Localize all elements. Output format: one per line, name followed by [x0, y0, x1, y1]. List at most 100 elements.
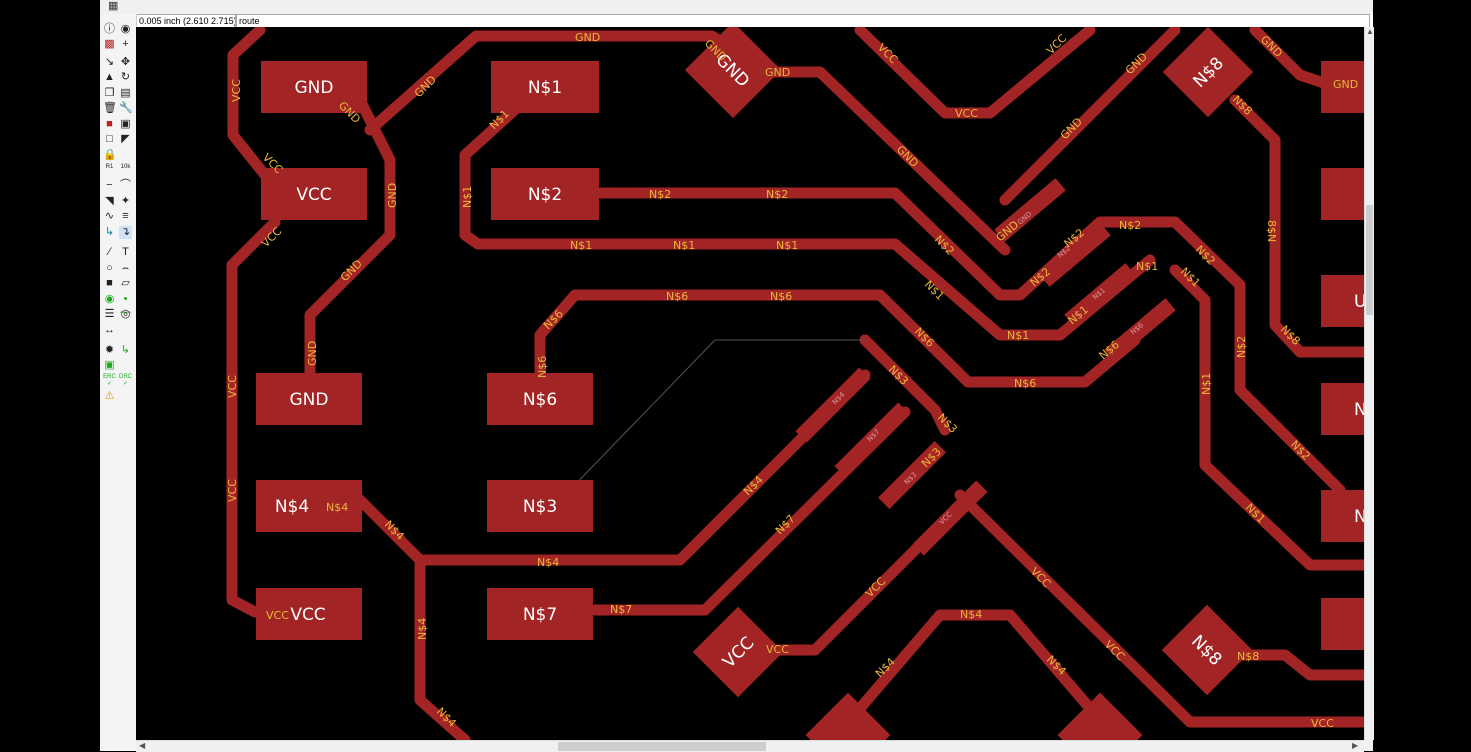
pad-right-partial[interactable] [1321, 168, 1364, 220]
circle-icon[interactable]: ○ [106, 262, 113, 274]
ratsnest-icon[interactable]: ✹ [104, 344, 115, 356]
optimize-icon[interactable]: ◥ [105, 195, 114, 207]
rect-icon[interactable]: ■ [106, 277, 113, 289]
smd-pad[interactable] [878, 441, 946, 509]
autorouter-icon[interactable]: ↳ [120, 344, 131, 356]
select-icon[interactable]: ↘ [104, 56, 115, 68]
trace-n1[interactable] [459, 81, 1156, 341]
mark-icon[interactable]: + [122, 38, 129, 50]
name-icon[interactable]: R1 [105, 164, 114, 170]
signal-icon[interactable]: •— [120, 293, 131, 318]
pad-n7[interactable]: N$7 [487, 588, 593, 640]
pad-right-partial[interactable]: N [1321, 383, 1364, 435]
trace-vcc-diag[interactable] [954, 489, 1364, 728]
trace-n7[interactable] [589, 406, 911, 616]
pcb-icon[interactable]: ▣ [104, 359, 115, 371]
length-icon[interactable]: ≡ [122, 210, 129, 222]
pad-right-partial[interactable]: GND [1321, 61, 1364, 113]
board-canvas[interactable]: N$4 N$7 N$3 VCC GND N$2 N$1 N$6 GND N$1 … [136, 27, 1364, 740]
group-icon[interactable]: □ [106, 133, 113, 145]
warning-icon[interactable]: ⚠ [104, 390, 115, 402]
lock-icon[interactable]: 🔒 [103, 149, 117, 161]
scroll-left-icon[interactable]: ◀ [139, 741, 146, 750]
horizontal-scroll-thumb[interactable] [558, 742, 766, 751]
layer-icon[interactable]: ☰ [104, 308, 115, 320]
ripup-icon[interactable]: ✦ [120, 195, 131, 207]
smd-pad[interactable] [912, 480, 988, 556]
scroll-up-icon[interactable]: ▲ [1366, 27, 1374, 36]
pad-gnd-rotated[interactable]: GND [684, 27, 782, 119]
command-line-input[interactable]: route [236, 14, 1370, 28]
pad-gnd-1[interactable]: GND [261, 61, 367, 113]
trace-n1-right[interactable] [1169, 264, 1364, 571]
svg-text:N$7: N$7 [523, 605, 557, 625]
trace-n4-bottom[interactable] [844, 609, 1106, 726]
mirror-icon[interactable]: ▲ [104, 71, 115, 83]
delete-icon[interactable]: 🗑 [103, 102, 117, 114]
smd-pad[interactable] [834, 402, 910, 478]
add-icon[interactable]: ■ [106, 118, 113, 130]
trace-gnd-right[interactable] [999, 27, 1181, 206]
miter-icon[interactable]: ⌒ [120, 179, 131, 191]
horizontal-scrollbar[interactable]: ◀ ▶ [136, 740, 1364, 752]
meander-icon[interactable]: ∿ [104, 210, 115, 222]
pad-n6[interactable]: N$6 [487, 373, 593, 425]
trace-n2[interactable] [592, 187, 1346, 496]
text-icon[interactable]: T [122, 246, 129, 258]
pad-n3[interactable]: N$3 [487, 480, 593, 532]
trace-n8-right[interactable] [1229, 94, 1364, 358]
route-icon[interactable]: ↳ [104, 226, 115, 238]
via-icon[interactable]: ◉ [104, 293, 115, 305]
smash-icon[interactable]: ◤ [121, 133, 130, 145]
pad-bottom-partial[interactable] [805, 692, 891, 740]
drc-icon[interactable]: DRC✓ [119, 374, 132, 387]
wire-icon[interactable]: ∕ [108, 246, 111, 258]
pad-gnd-2[interactable]: GND [256, 373, 362, 425]
trace-n4-down[interactable] [414, 554, 471, 740]
trace-gnd-left[interactable] [304, 94, 396, 381]
pad-n1[interactable]: N$1 [491, 61, 599, 113]
trace-n8-bottom[interactable] [1234, 649, 1364, 681]
pad-n2[interactable]: N$2 [491, 168, 599, 220]
rotate-icon[interactable]: ↻ [120, 71, 131, 83]
vertical-scroll-thumb[interactable] [1366, 205, 1373, 315]
dimension-icon[interactable]: ↔ [104, 324, 115, 336]
display-layers-icon[interactable]: ▩ [104, 38, 115, 50]
pad-right-partial[interactable]: U [1321, 275, 1364, 327]
pad-bottom-partial[interactable] [1057, 692, 1143, 740]
move-icon[interactable]: ✥ [120, 56, 131, 68]
polygon-icon[interactable]: ▱ [121, 277, 130, 289]
show-icon[interactable]: ◉ [120, 23, 131, 35]
trace-n6[interactable] [534, 289, 1141, 388]
trace-n4[interactable] [354, 369, 871, 566]
split-icon[interactable]: − [106, 179, 113, 191]
scroll-right-icon[interactable]: ▶ [1352, 741, 1359, 750]
replace-icon[interactable]: ▣ [120, 118, 131, 130]
smd-pad[interactable] [1039, 223, 1111, 287]
pad-n4[interactable]: N$4 [256, 480, 362, 532]
hole-icon[interactable]: ◎ [120, 308, 131, 320]
autoroute-icon[interactable]: ↴ [119, 226, 132, 239]
trace-gnd-far-right[interactable] [1249, 27, 1336, 91]
smd-pad[interactable] [795, 367, 871, 443]
info-icon[interactable]: ⓘ [104, 23, 115, 35]
smd-pad[interactable] [994, 178, 1066, 242]
copy-icon[interactable]: ❐ [104, 87, 115, 99]
trace-vcc-top-right[interactable] [854, 27, 1096, 119]
pad-vcc-1[interactable]: VCC [261, 168, 367, 220]
arc-icon[interactable]: ⌢ [121, 262, 130, 274]
change-icon[interactable]: 🔧 [119, 102, 133, 114]
value-icon[interactable]: 10k [120, 164, 131, 170]
erc-icon[interactable]: ERC✓ [103, 374, 116, 387]
pad-vcc-2[interactable]: VCC [256, 588, 362, 640]
pad-right-partial[interactable]: N [1321, 490, 1364, 542]
trace-vcc-left[interactable] [227, 27, 271, 181]
pad-right-partial[interactable] [1321, 598, 1364, 650]
paste-icon[interactable]: ▤ [120, 87, 131, 99]
smd-pad[interactable] [1064, 263, 1136, 327]
trace-vcc-long[interactable] [226, 216, 281, 618]
smd-pad[interactable] [1104, 298, 1176, 362]
grid-icon[interactable]: ▦ [108, 0, 119, 12]
vertical-scrollbar[interactable]: ▲ [1364, 27, 1374, 740]
trace-n3[interactable] [859, 334, 951, 436]
